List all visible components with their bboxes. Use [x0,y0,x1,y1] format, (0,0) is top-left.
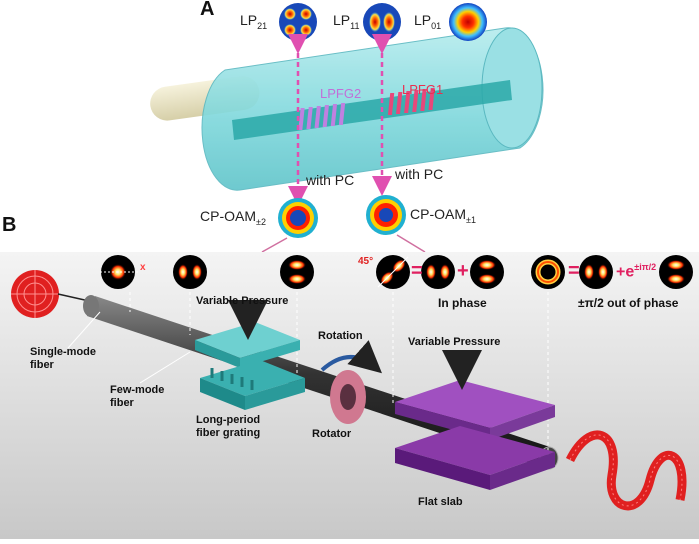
leader-single-mode [67,311,101,349]
guide-lines [129,292,549,455]
in-phase-label: In phase [438,296,487,310]
mode-icon-vertical-lobes-2 [579,255,613,289]
mode-icon-1 [100,255,140,289]
angle-label: 45° [358,256,374,267]
connector-left [261,237,288,253]
mode-lp21-image [279,3,317,41]
x-axis-label: x [140,262,146,273]
flat-slab-label: Flat slab [418,496,463,508]
input-beam-disk [11,270,59,318]
oam-1-label: CP-OAM±1 [410,206,476,225]
mode-icon-45deg [376,255,410,289]
lp01-label: LP01 [414,12,442,31]
leader-few-mode [139,351,191,384]
mode-icon-3 [280,255,314,289]
plus-sign-1: + [457,260,469,282]
rotation-label: Rotation [318,330,363,342]
mode-icon-2 [173,255,207,289]
mode-lp11-image [363,3,401,41]
oam-2-label: CP-OAM±2 [200,208,266,227]
out-of-phase-label: ±π/2 out of phase [578,296,679,310]
phase-factor: +e±iπ/2 [616,262,657,281]
variable-pressure-label-1: Variable Pressure [196,295,289,307]
mode-icon-horizontal-lobes [470,255,504,289]
grating-plate-bottom [200,360,305,410]
with-pc-label-2: with PC [395,166,444,182]
panel-a-label: A [200,0,215,20]
mode-icon-horizontal-lobes-2 [659,255,693,289]
mode-lp01-image [449,3,487,41]
helical-output-beam [565,430,687,511]
rotator-ring [330,370,366,424]
mode-icon-vertical-lobes [421,255,455,289]
lpfg2-label: LPFG2 [320,86,362,101]
equals-sign-2: = [568,260,580,282]
with-pc-label-1: with PC [306,172,355,188]
oam-1-image [366,195,406,235]
equals-sign-1: = [411,260,423,282]
panel-b-label: B [2,214,17,236]
fiber-rod-start [83,295,99,317]
oam-2-image [278,198,318,238]
lp21-label: LP21 [240,12,268,31]
flat-slab-bottom [395,426,555,490]
rotation-arrow [320,340,382,374]
rotator-label: Rotator [312,428,352,440]
connector-right [396,234,426,253]
lpfg1-label: LPFG1 [402,82,444,97]
pressure-plate-top [195,322,300,368]
mode-icon-donut [531,255,565,289]
variable-pressure-label-2: Variable Pressure [408,336,501,348]
lp11-label: LP11 [333,12,360,31]
